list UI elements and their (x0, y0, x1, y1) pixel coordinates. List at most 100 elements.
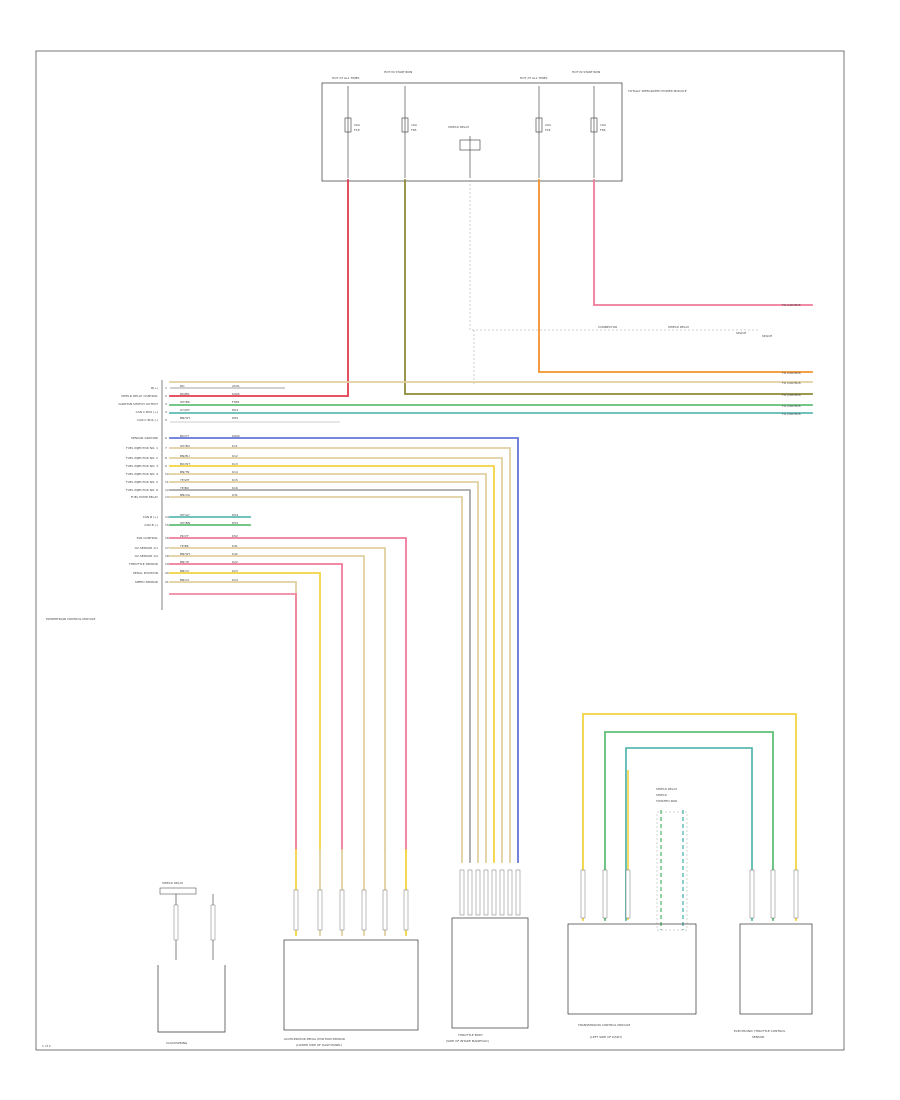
pcm-pin-wire: PK/VT (180, 534, 189, 538)
pcm-pin-label: SENSOR GROUND (131, 436, 159, 440)
fuse-box: TOTALLY INTEGRATED POWER MODULE HOT AT A… (321, 70, 687, 182)
connector-pin (483, 869, 489, 916)
pcm-pin-label: FUEL INJECTOR NO. 4 (126, 472, 158, 476)
pcm-pin-wire: WT/BK (180, 400, 191, 404)
right-label-5: TO CAN BUS (781, 404, 801, 408)
pcm-pin-circuit: D65 (232, 416, 238, 420)
throttle-harness (169, 437, 519, 863)
throttle-body-name: THROTTLE BODY (457, 1033, 483, 1037)
pcm-pin-label: CAN B (+) (143, 515, 158, 519)
pcm-pin-label: O2 SENSOR 1/2 (135, 554, 158, 558)
clockspring-relay-box (159, 887, 197, 895)
shield-label-2: SHIELD (656, 793, 668, 797)
wire-tan-5 (169, 496, 463, 863)
page-number: 1 of 2 (42, 1044, 51, 1048)
connector-pin (749, 869, 755, 919)
component-etc: ELECTRONIC THROTTLE CONTROL SENSOR (734, 923, 813, 1039)
pcm-pin-wire: GY/WT (180, 408, 190, 412)
pcm-pin-circuit: K22 (232, 560, 238, 564)
pcm-pin-number: 5 (165, 418, 167, 422)
wire-tan-4 (169, 481, 479, 863)
pcm-pin-wire: BN/GY (180, 569, 189, 573)
pcm-pin-circuit: K14 (232, 470, 238, 474)
etc-sub: SENSOR (752, 1035, 764, 1039)
pcm-pin-wire: YE/WT (180, 478, 190, 482)
pcm-pin-number: 15 (165, 523, 169, 527)
pcm-pin-wire: RD/BK (180, 392, 190, 396)
wire-tan-1 (169, 447, 511, 863)
fuse-2-label: HOT IN START/RUN (384, 70, 412, 74)
pcm-pin-label: FUEL INJECTOR NO. 1 (126, 446, 158, 450)
pcm-pin-label: O2 SENSOR 1/1 (135, 546, 158, 550)
connector-pin (339, 889, 345, 931)
connector-pin (459, 869, 465, 916)
pcm-pin-circuit: K905 (232, 392, 240, 396)
pcm-pin-label: FUEL INJECTOR NO. 2 (126, 456, 158, 460)
fuse-4-amp: 20A (545, 123, 552, 127)
tcm-harness: SHIELD RELAY SHIELD TWISTED PAIR (582, 713, 797, 931)
connector-pin (173, 904, 179, 941)
fuse-2-amp: 10A (411, 123, 418, 127)
wire-tan-o2-1 (169, 547, 386, 851)
pcm-name: POWERTRAIN CONTROL MODULE (46, 617, 96, 621)
throttle-body-outline (451, 917, 529, 1029)
pedal-sensor-outline (283, 939, 419, 1031)
wire-blue (169, 437, 519, 863)
right-label-6: TO CAN BUS (781, 412, 801, 416)
wire-tan-2 (169, 457, 503, 863)
fuse-4-symbol (535, 117, 543, 133)
fuse-box-outline (321, 82, 623, 182)
fuse-1-num: F18 (354, 128, 360, 132)
pcm-pin-wire: WT/BU (180, 444, 190, 448)
fuse-1-amp: 20A (354, 123, 361, 127)
pcm-pin-wire: BN/YE (180, 560, 189, 564)
wire-teal-loop (625, 747, 753, 921)
pcm-pin-number: 21 (165, 580, 169, 584)
right-label-0: TO CAN BUS (781, 303, 801, 307)
pcm-pin-circuit: A501 (232, 384, 240, 388)
fuse-1: HOT AT ALL TIMES 20A F18 (332, 76, 361, 178)
fuse-box-name: TOTALLY INTEGRATED POWER MODULE (627, 89, 687, 93)
pcm-pin-label: FUEL INJECTOR NO. 5 (126, 480, 158, 484)
pcm-pin-label: B(+) (151, 386, 158, 390)
connector-pin (467, 869, 473, 916)
pcm-pin-wire: BN/WT (180, 552, 190, 556)
connector-pin (293, 889, 299, 931)
pcm-pin-number: 14 (165, 515, 169, 519)
pcm-pin-number: 11 (165, 480, 169, 484)
shield-label-1: SHIELD RELAY (656, 787, 677, 791)
fuse-4: HOT AT ALL TIMES 20A F24 (520, 76, 552, 178)
pcm-pin-circuit: K52 (232, 534, 238, 538)
pcm-pin-label: SHIELD RELAY CONTROL (121, 394, 158, 398)
pcm-pin-label: FUEL PUMP RELAY (131, 495, 158, 499)
pcm-pin-number: 6 (165, 436, 167, 440)
pcm-pin-wire: YE/BU (180, 486, 189, 490)
wire-yellow-loop (582, 713, 797, 921)
pcm-pin-label: FUEL INJECTOR NO. 6 (126, 488, 158, 492)
pcm-pin-wire: BU/WT (180, 462, 190, 466)
pcm-pin-number: 18 (165, 554, 169, 558)
pcm-pin-number: 4 (165, 410, 167, 414)
fuse-5-label: HOT IN START/RUN (572, 70, 600, 74)
tcm-outline (567, 923, 697, 1015)
pcm-pin-label: SPEED SENSOR (135, 580, 158, 584)
wire-tan-speed (169, 581, 297, 851)
connector-pin (491, 869, 497, 916)
tcm-sub: (LEFT SIDE OF DASH) (590, 1035, 622, 1039)
component-tcm: TRANSMISSION CONTROL MODULE (LEFT SIDE O… (567, 923, 697, 1039)
clockspring-outline (157, 965, 226, 1033)
pcm-pin-circuit: F965 (232, 400, 240, 404)
pcm-pin-number: 17 (165, 546, 169, 550)
wire-shield-relay (469, 180, 760, 331)
connector-pin (793, 869, 799, 919)
pcm-pin-label: CAN C BUS (-) (137, 418, 158, 422)
connector-pin (602, 869, 608, 919)
wire-green-loop (604, 731, 774, 921)
right-label-2: TO CAN BUS (781, 371, 801, 375)
clockspring-sub: SHIELD RELAY (162, 881, 183, 885)
throttle-body-sub: (SIDE OF INTAKE MANIFOLD) (446, 1039, 489, 1043)
pcm-pin-circuit: K31 (232, 493, 238, 497)
connector-pin (317, 889, 323, 931)
wire-yellow-2 (169, 572, 321, 851)
